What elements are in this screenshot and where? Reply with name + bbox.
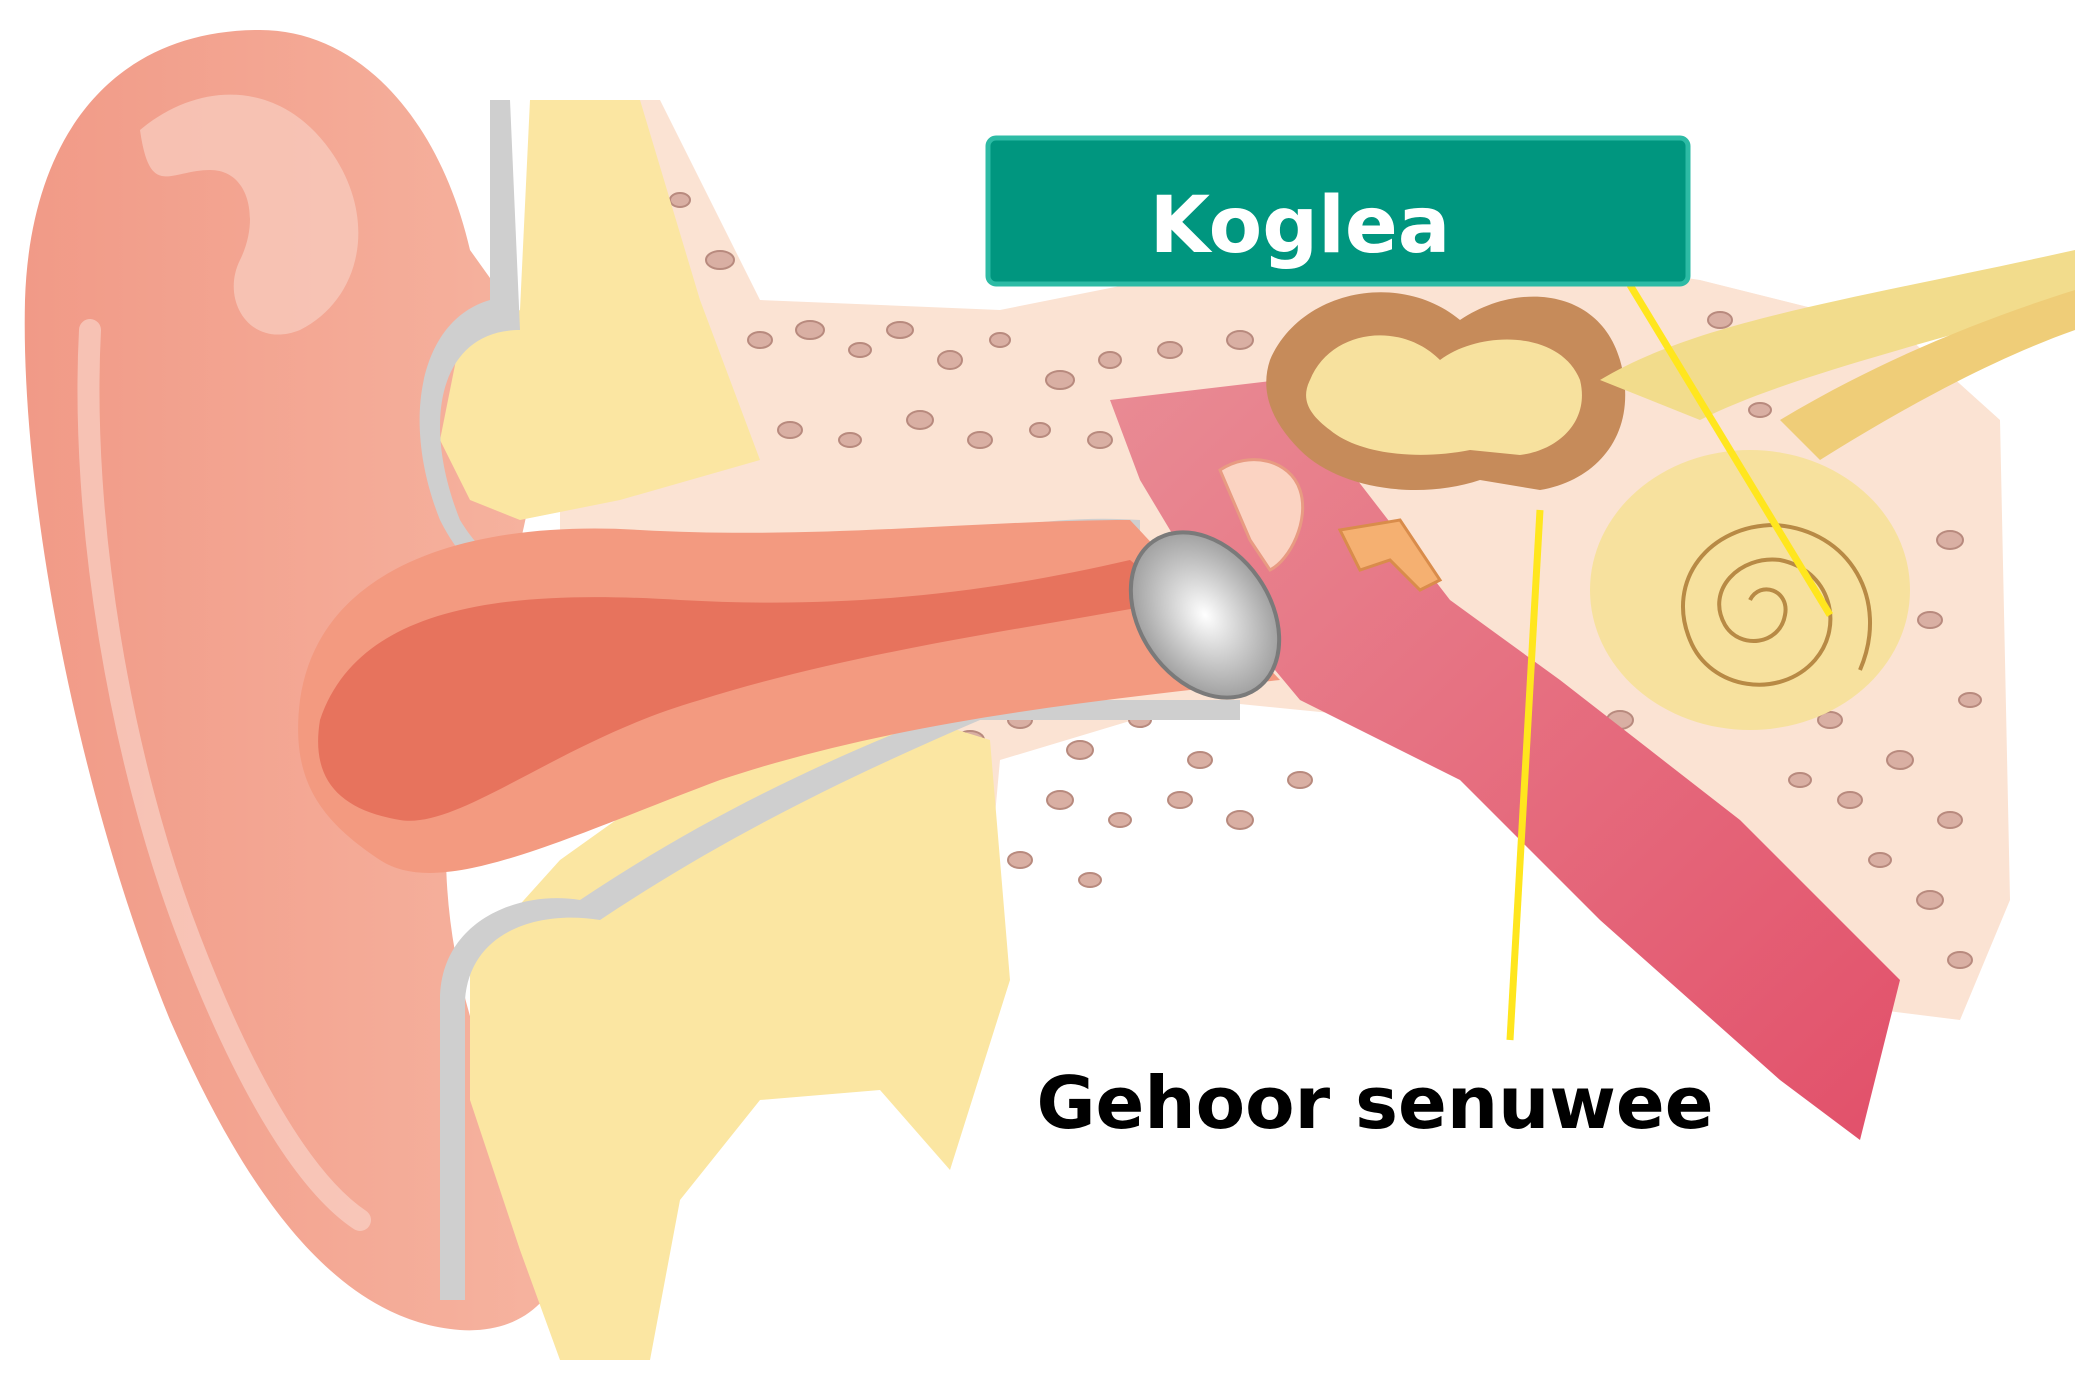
auditory-nerve-label: Gehoor senuwee <box>1036 1061 1713 1145</box>
cochlea-label: Koglea <box>988 138 1688 284</box>
cochlea-label-text: Koglea <box>1150 181 1451 271</box>
cochlea <box>1590 450 1910 730</box>
